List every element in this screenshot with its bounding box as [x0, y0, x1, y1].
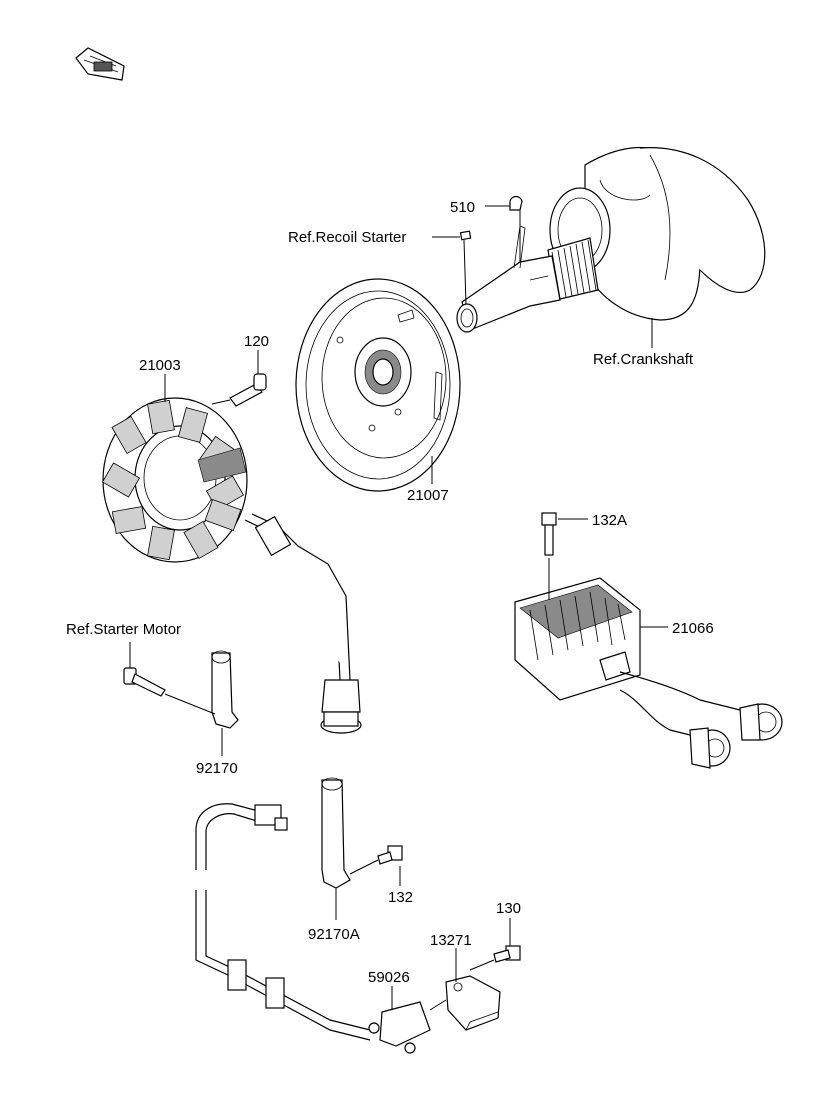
label-92170: 92170 — [196, 760, 238, 777]
label-132: 132 — [388, 889, 413, 906]
part-labels: 510 Ref.Recoil Starter Ref.Crankshaft 12… — [66, 199, 714, 986]
label-92170a: 92170A — [308, 926, 360, 943]
sensor-59026 — [368, 1001, 431, 1054]
label-21066: 21066 — [672, 620, 714, 637]
crankshaft-drawing — [456, 146, 766, 333]
label-ref-crankshaft: Ref.Crankshaft — [593, 351, 694, 368]
lower-wire-harness — [195, 803, 371, 1041]
label-510: 510 — [450, 199, 475, 216]
label-120: 120 — [244, 333, 269, 350]
label-59026: 59026 — [368, 969, 410, 986]
flywheel-drawing — [295, 278, 461, 492]
ground-strap-92170 — [211, 650, 239, 729]
bolt-132a — [541, 512, 557, 556]
leader-lines — [129, 205, 668, 1011]
label-ref-starter-motor: Ref.Starter Motor — [66, 621, 181, 638]
bolt-132 — [377, 845, 403, 865]
stator-drawing — [101, 397, 248, 563]
bolt-120 — [229, 373, 267, 407]
regulator-drawing — [514, 577, 783, 769]
bracket-13271 — [445, 975, 501, 1031]
label-21003: 21003 — [139, 357, 181, 374]
bolt-130 — [493, 945, 521, 963]
label-132a: 132A — [592, 512, 627, 529]
starter-motor-bolt — [123, 667, 166, 697]
label-130: 130 — [496, 900, 521, 917]
label-ref-recoil-starter: Ref.Recoil Starter — [288, 229, 406, 246]
label-21007: 21007 — [407, 487, 449, 504]
woodruff-key — [509, 195, 523, 211]
stator-harness — [244, 513, 362, 734]
ground-strap-92170a — [321, 777, 351, 889]
label-13271: 13271 — [430, 932, 472, 949]
small-key — [459, 230, 472, 241]
front-direction-icon — [75, 47, 125, 81]
